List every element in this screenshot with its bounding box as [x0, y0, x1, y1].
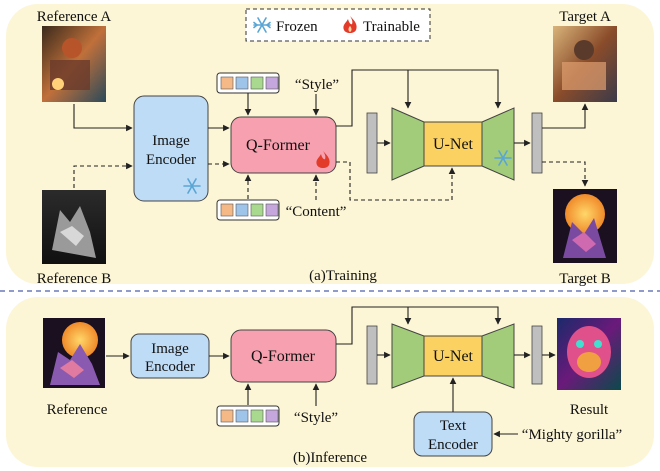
arrow-to-target-b	[542, 161, 589, 187]
image-encoder-training	[133, 95, 209, 202]
training-caption: (a)Training	[309, 268, 377, 284]
reference-b-label: Reference B	[37, 271, 112, 287]
snowflake-icon	[253, 17, 271, 33]
arrow-qformer-to-unet-inference	[336, 306, 502, 345]
arrow-ref-b-to-encoder	[73, 162, 133, 188]
snowflake-icon	[494, 150, 512, 166]
snowflake-icon	[183, 178, 201, 194]
reference-b-image	[42, 190, 106, 264]
inference-caption: (b)Inference	[293, 450, 367, 466]
unet-inference-label: U-Net	[433, 348, 474, 365]
unet-training	[391, 107, 515, 181]
arrow-to-target-a	[542, 103, 589, 129]
arrow-qformer-to-unet-dashed	[336, 161, 456, 201]
query-tokens-bottom	[216, 199, 280, 221]
result-image	[557, 318, 621, 390]
arrow-qformer-to-unet-solid	[336, 69, 502, 127]
unet-inference	[391, 323, 515, 389]
flame-icon	[343, 16, 357, 33]
style-prompt-inference: “Style”	[294, 410, 338, 426]
latent-bar-output-training	[531, 112, 543, 174]
reference-a-label: Reference A	[37, 9, 112, 25]
qformer-inference-label: Q-Former	[251, 348, 316, 365]
unet-label: U-Net	[433, 136, 474, 153]
target-a-label: Target A	[559, 9, 611, 25]
reference-image-inference	[43, 318, 105, 388]
target-b-label: Target B	[559, 271, 611, 287]
qformer-training	[230, 116, 337, 174]
legend-frozen-label: Frozen	[276, 19, 318, 35]
flame-icon	[316, 151, 330, 168]
image-encoder-label-line2: Encoder	[146, 152, 196, 168]
qformer-label: Q-Former	[246, 137, 311, 154]
query-tokens-top	[216, 72, 280, 94]
content-prompt-training: “Content”	[286, 204, 347, 220]
target-a-image	[553, 26, 617, 102]
result-label: Result	[570, 402, 609, 418]
text-encoder-line1: Text	[440, 418, 467, 434]
target-b-image	[553, 189, 617, 263]
latent-bar-input-training	[366, 112, 378, 174]
reference-label-inference: Reference	[47, 402, 108, 418]
reference-a-image	[42, 26, 106, 102]
query-tokens-inference	[216, 405, 280, 427]
image-encoder-label-line1: Image	[152, 133, 190, 149]
qformer-inference	[230, 329, 337, 383]
legend-box	[245, 8, 431, 42]
latent-bar-output-inference	[531, 325, 543, 385]
image-encoder-inference-line1: Image	[151, 341, 189, 357]
text-encoder-line2: Encoder	[428, 437, 478, 453]
image-encoder-inference-line2: Encoder	[145, 359, 195, 375]
legend-trainable-label: Trainable	[363, 19, 420, 35]
text-prompt: “Mighty gorilla”	[522, 427, 622, 443]
style-prompt-training: “Style”	[295, 77, 339, 93]
latent-bar-input-inference	[366, 325, 378, 385]
arrow-ref-a-to-encoder	[73, 104, 133, 132]
